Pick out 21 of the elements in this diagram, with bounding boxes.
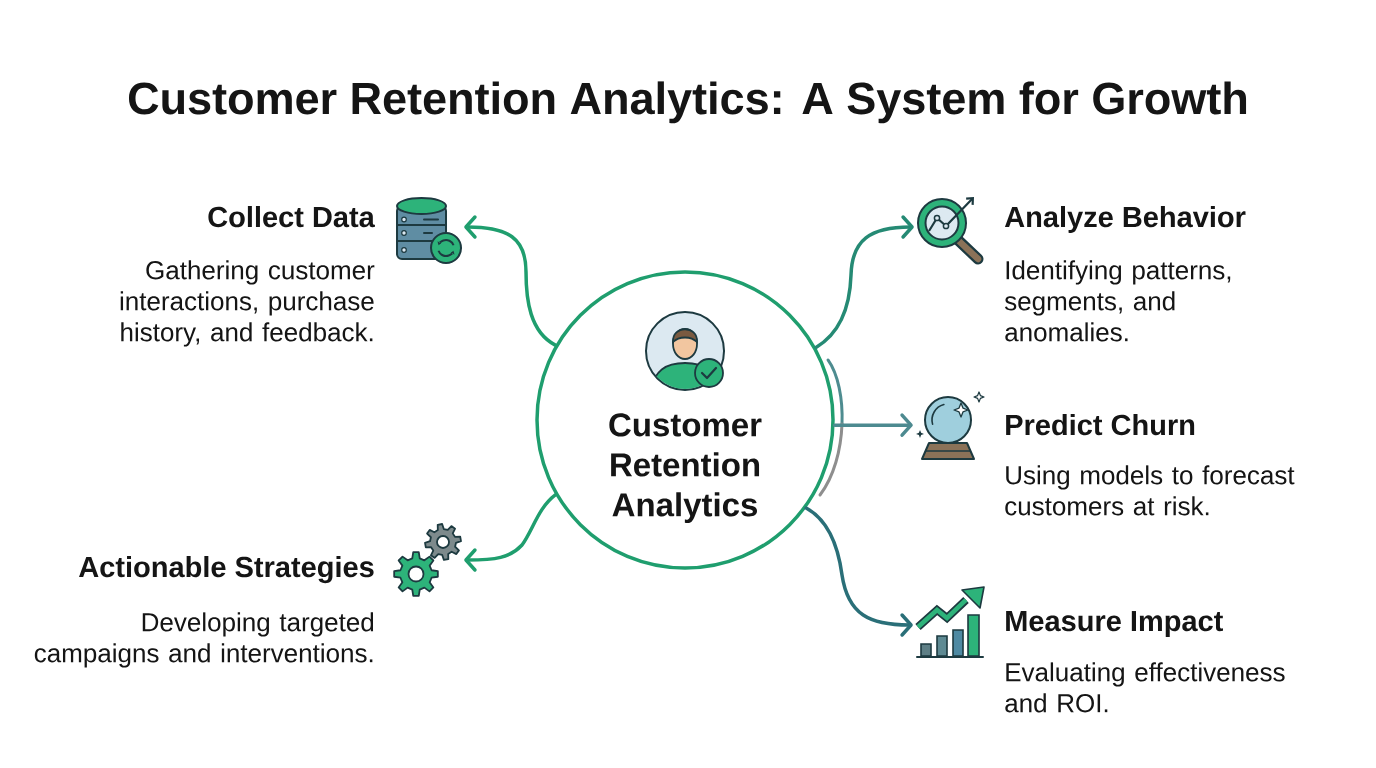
growth-chart-icon [915, 586, 985, 658]
step-description: Using models to forecast customers at risk. [1005, 465, 1295, 516]
arrow [804, 506, 913, 637]
title: Customer Retention Analytics: A System for Growth [128, 81, 1247, 124]
magnifier-icon [917, 197, 984, 265]
step-heading: Predict Churn [1006, 413, 1195, 436]
step-heading: Collect Data [208, 205, 375, 228]
arrow [464, 215, 558, 347]
step-description: Evaluating effectiveness and ROI. [1005, 662, 1285, 713]
arrow [464, 493, 558, 572]
step-heading: Measure Impact [1006, 611, 1223, 637]
step-heading: Analyze Behavior [1004, 205, 1246, 233]
step-description: Gathering customer interactions, purchase history, and feedback. [120, 260, 375, 347]
database-icon [396, 197, 462, 264]
arrow [814, 215, 914, 350]
step-heading: Actionable Strategies [79, 555, 374, 584]
step-description: Developing targeted campaigns and interventions. [34, 612, 374, 668]
step-description: Identifying patterns, segments, and anomalies. [1004, 260, 1231, 342]
arrow [832, 413, 913, 437]
crystal-ball-icon [916, 391, 985, 460]
gears-icon [393, 523, 462, 597]
